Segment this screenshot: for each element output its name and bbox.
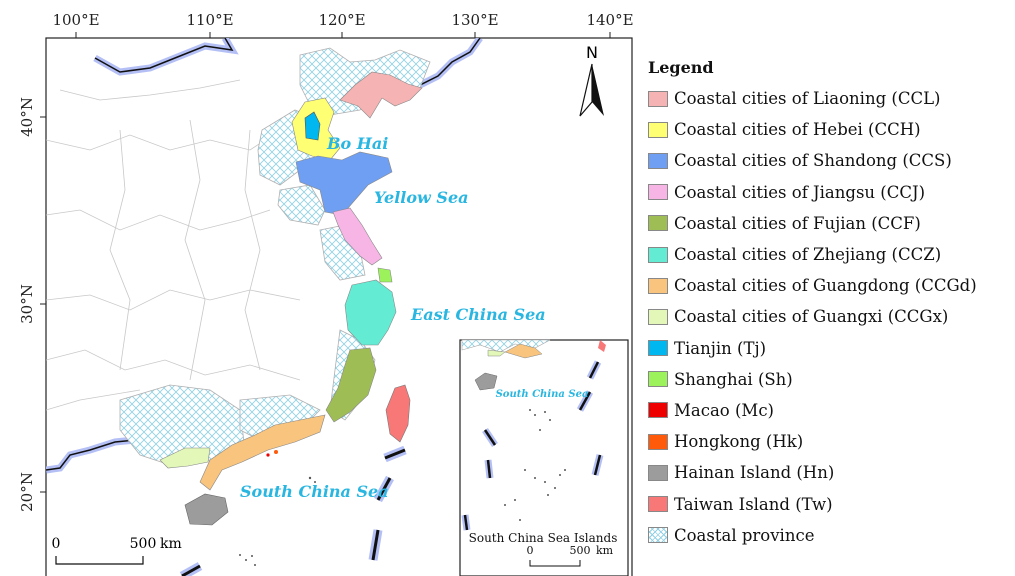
taiwan-island (385, 384, 411, 443)
sea-label-bohai: Bo Hai (326, 134, 388, 153)
legend-label: Coastal cities of Shandong (CCS) (674, 151, 952, 171)
legend-swatch (648, 184, 668, 201)
sea-label-yellow-sea: Yellow Sea (374, 188, 468, 207)
legend-swatch (648, 121, 668, 138)
legend-swatch (648, 308, 668, 325)
legend-label: Hainan Island (Hn) (674, 463, 835, 483)
legend-swatch (648, 246, 668, 263)
inset-scale-unit: km (596, 544, 614, 557)
legend-item: Hainan Island (Hn) (648, 457, 1013, 488)
legend-swatch (648, 527, 668, 544)
legend-label: Coastal cities of Guangxi (CCGx) (674, 307, 949, 327)
legend-item: Macao (Mc) (648, 395, 1013, 426)
legend-label: Taiwan Island (Tw) (674, 494, 833, 514)
legend-swatch (648, 371, 668, 388)
legend-label: Hongkong (Hk) (674, 432, 804, 452)
tianjin (304, 111, 321, 141)
legend-item: Coastal cities of Fujian (CCF) (648, 208, 1013, 239)
legend-label: Shanghai (Sh) (674, 369, 793, 389)
macao (266, 453, 270, 457)
scale-bar: 0 500 km (52, 536, 182, 565)
lon-tick-110: 110°E (186, 11, 233, 29)
legend-items: Coastal cities of Liaoning (CCL) Coastal … (648, 83, 1013, 551)
legend-item: Tianjin (Tj) (648, 333, 1013, 364)
legend-item: Shanghai (Sh) (648, 364, 1013, 395)
legend-item: Coastal cities of Guangxi (CCGx) (648, 301, 1013, 332)
hongkong (274, 450, 278, 454)
legend-label: Coastal cities of Guangdong (CCGd) (674, 276, 977, 296)
lon-tick-130: 130°E (451, 11, 498, 29)
legend-label: Tianjin (Tj) (674, 338, 767, 358)
legend-swatch (648, 215, 668, 232)
lon-tick-100: 100°E (52, 11, 99, 29)
scale-unit: km (160, 536, 182, 552)
legend-label: Coastal cities of Fujian (CCF) (674, 213, 921, 233)
legend-swatch (648, 340, 668, 357)
jiangsu-coastal-cities (332, 207, 383, 266)
coastal-provinces (119, 47, 431, 466)
liaoning-coastal-cities (339, 71, 423, 119)
scale-zero: 0 (52, 536, 61, 552)
lat-tick-40: 40°N (18, 97, 36, 137)
inset-islands (504, 409, 566, 521)
legend-label: Coastal cities of Jiangsu (CCJ) (674, 182, 926, 202)
legend-item: Coastal cities of Hebei (CCH) (648, 114, 1013, 145)
legend-item: Taiwan Island (Tw) (648, 488, 1013, 519)
inset-scale-zero: 0 (527, 544, 534, 557)
fujian-coastal-cities (325, 347, 377, 423)
legend-swatch (648, 277, 668, 294)
legend-swatch (648, 152, 668, 169)
south-china-sea-inset: South China Sea South China Sea Islands … (459, 339, 629, 576)
legend-item: Coastal cities of Shandong (CCS) (648, 145, 1013, 176)
hainan-island (184, 493, 229, 526)
legend-item: Coastal cities of Liaoning (CCL) (648, 83, 1013, 114)
sea-label-east-china-sea: East China Sea (410, 305, 546, 324)
scale-distance: 500 (130, 536, 157, 552)
legend-label: Macao (Mc) (674, 400, 774, 420)
guangxi-coastal-cities (159, 447, 211, 469)
guangdong-coastal-cities (199, 414, 326, 491)
legend-title: Legend (648, 58, 714, 77)
lon-tick-140: 140°E (586, 11, 633, 29)
map-frame (45, 37, 633, 576)
small-islands (239, 476, 316, 566)
legend-item: Coastal cities of Guangdong (CCGd) (648, 270, 1013, 301)
zhejiang-coastal-cities (344, 279, 397, 346)
longitude-ticks (40, 32, 611, 493)
north-arrow: N (579, 43, 604, 117)
legend-label: Coastal cities of Liaoning (CCL) (674, 89, 941, 109)
legend-swatch (648, 402, 668, 419)
northern-border (93, 38, 239, 76)
north-arrow-label: N (586, 43, 598, 62)
legend: Legend Coastal cities of Liaoning (CCL)C… (648, 58, 1013, 551)
lat-tick-20: 20°N (18, 472, 36, 512)
lon-tick-120: 120°E (318, 11, 365, 29)
legend-item: Coastal cities of Jiangsu (CCJ) (648, 177, 1013, 208)
legend-swatch (648, 90, 668, 107)
legend-swatch (648, 433, 668, 450)
legend-item: Hongkong (Hk) (648, 426, 1013, 457)
sea-label-south-china-sea: South China Sea (240, 482, 389, 501)
legend-item: Coastal cities of Zhejiang (CCZ) (648, 239, 1013, 270)
legend-label: Coastal cities of Zhejiang (CCZ) (674, 245, 942, 265)
inland-province-boundaries (46, 79, 301, 411)
shandong-coastal-cities (295, 151, 393, 216)
shanghai (377, 267, 393, 283)
nine-dash-line (179, 445, 407, 576)
legend-label: Coastal cities of Hebei (CCH) (674, 120, 921, 140)
inset-sea-label: South China Sea (496, 389, 589, 400)
inset-scale-distance: 500 (570, 544, 591, 557)
legend-item: Coastal province (648, 520, 1013, 551)
legend-swatch (648, 496, 668, 513)
lat-tick-30: 30°N (18, 284, 36, 324)
inset-caption: South China Sea Islands (469, 531, 618, 545)
legend-label: Coastal province (674, 525, 815, 545)
legend-swatch (648, 464, 668, 481)
